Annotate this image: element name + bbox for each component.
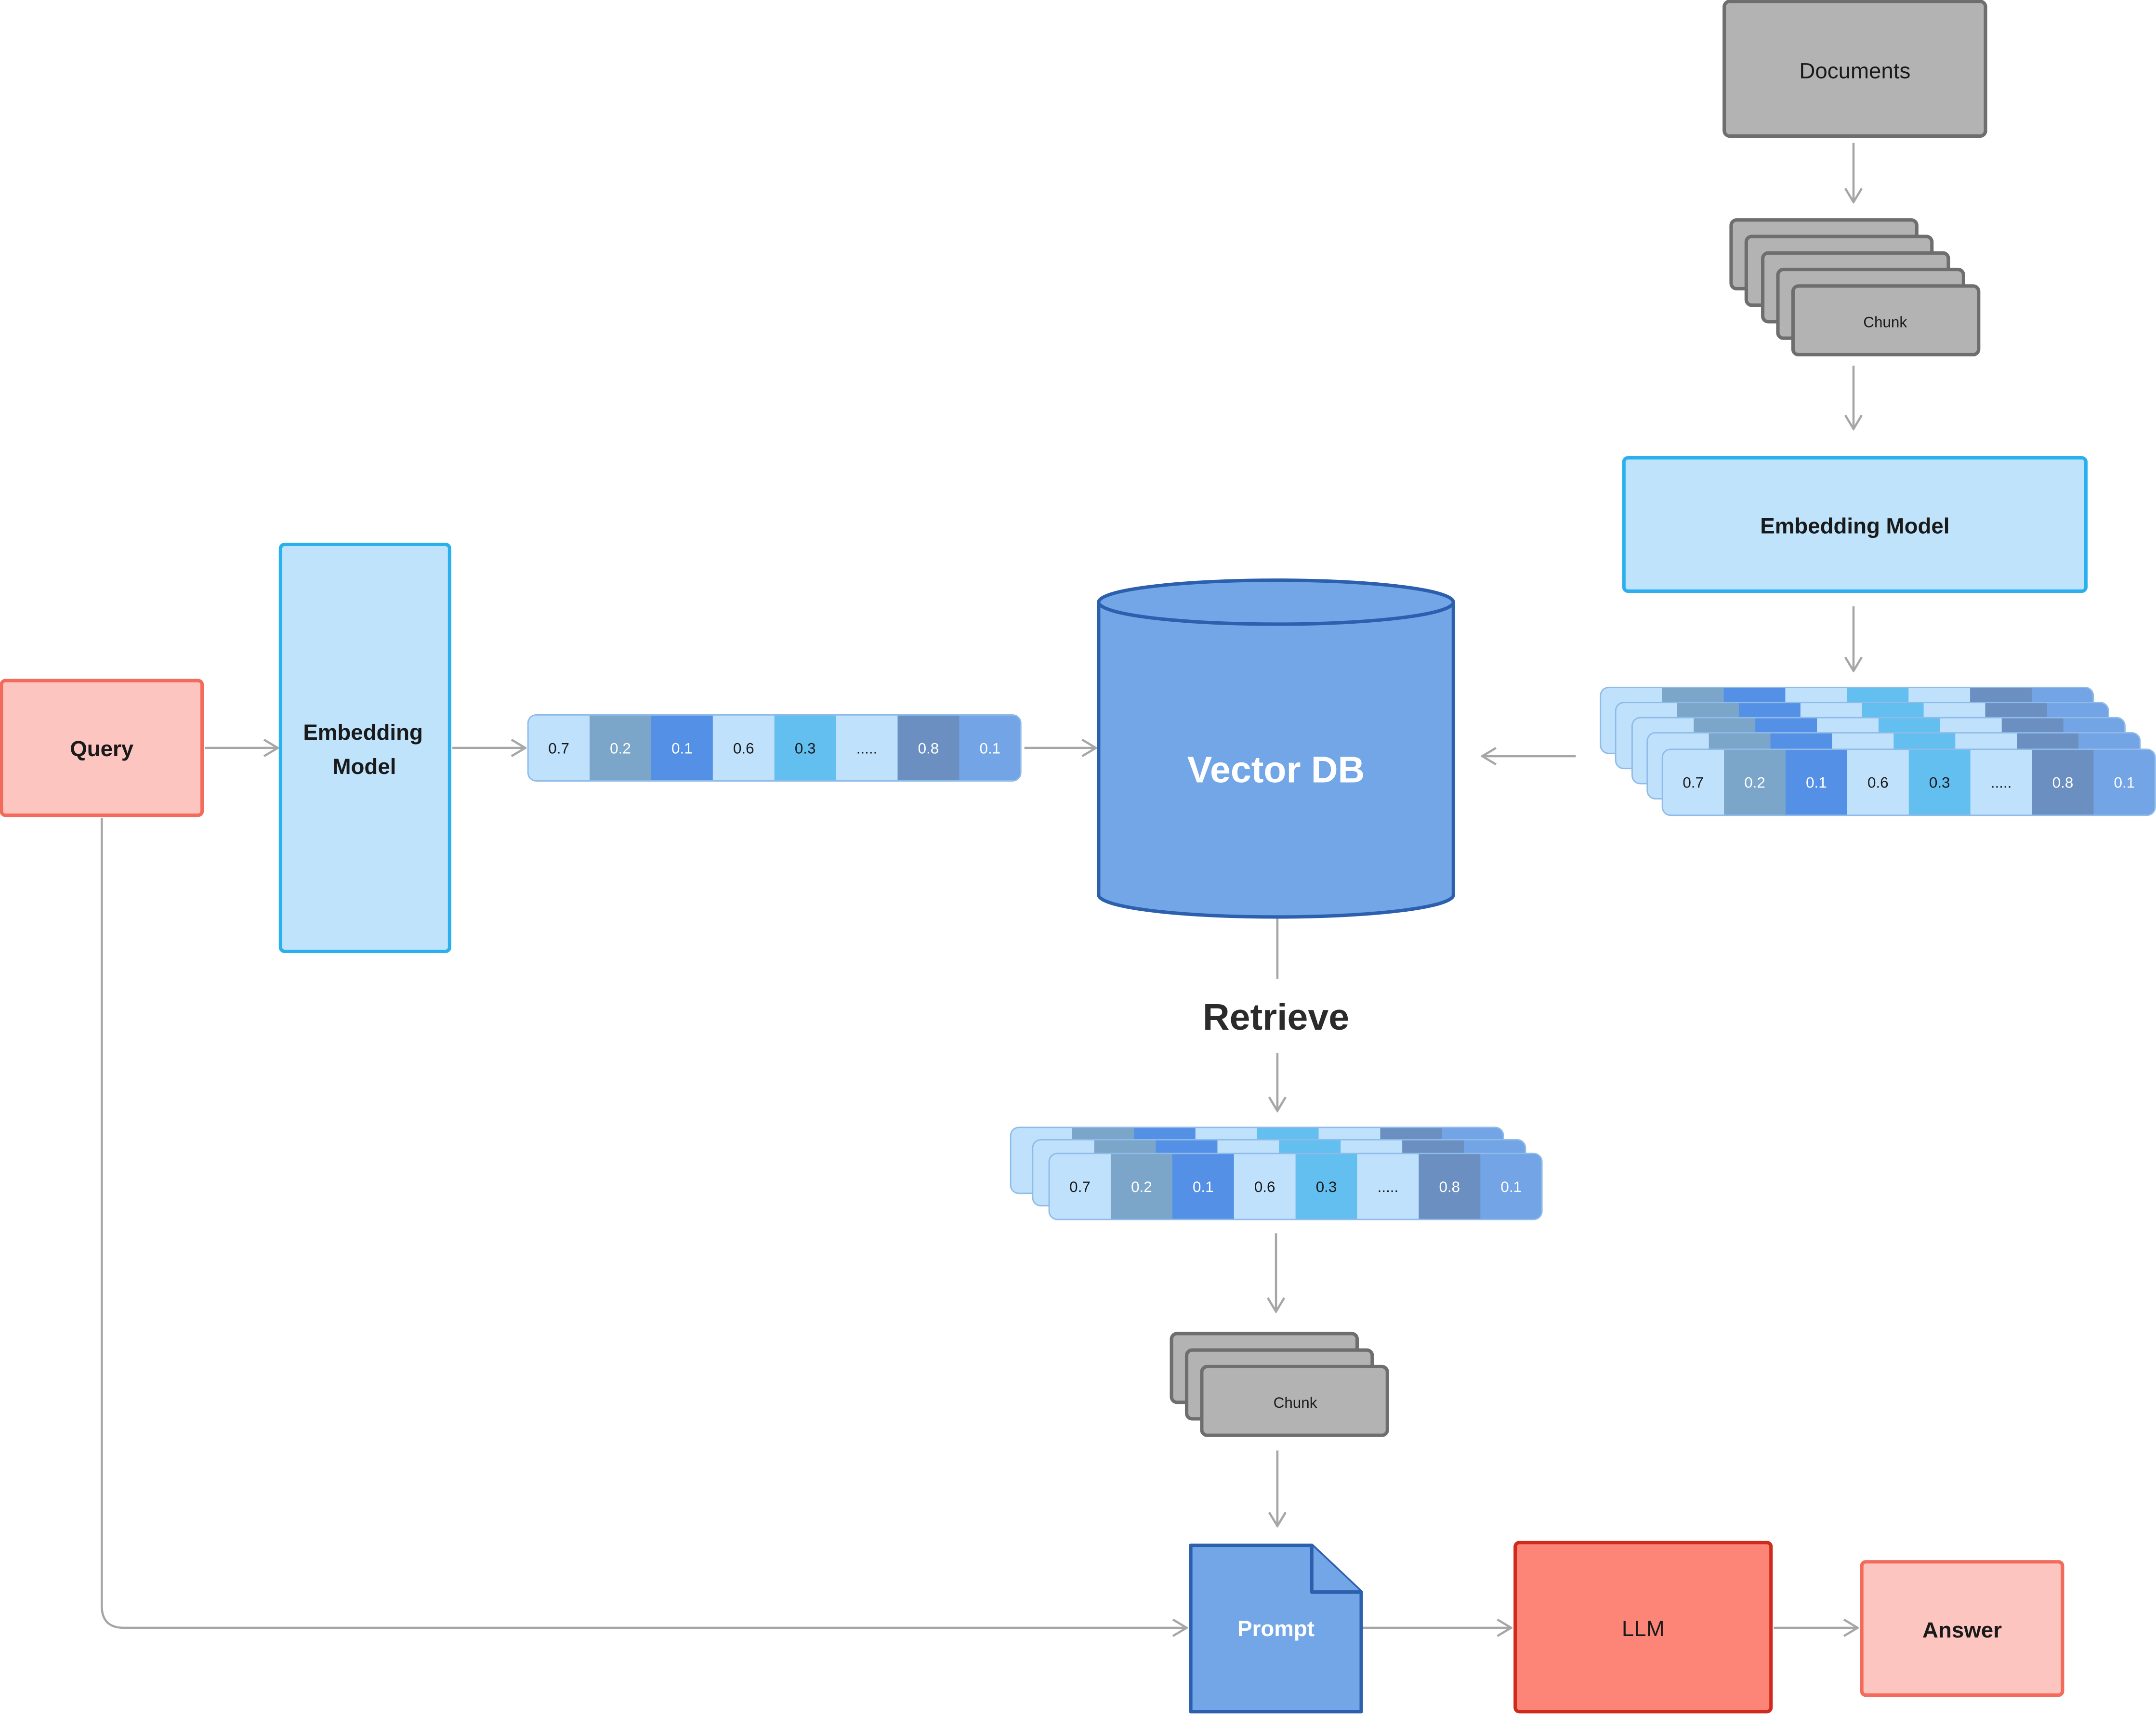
- folded-corner-icon: [1310, 1545, 1362, 1594]
- vector-cell: [1662, 749, 1725, 815]
- vector-value-label: 0.3: [795, 740, 816, 757]
- vector-value-label: 0.7: [548, 740, 569, 757]
- vector-cell: [1908, 749, 1972, 815]
- embedding-model-left-label-line1: Embedding: [303, 720, 423, 745]
- vector-value-label: 0.6: [1254, 1179, 1275, 1195]
- embedding-model-top: Embedding Model: [1622, 456, 2088, 593]
- query-vector: 0.7 0.2 0.1 0.6 0.3..... 0.8 0.1: [527, 714, 1022, 782]
- embedding-model-top-label: Embedding Model: [1760, 514, 1949, 538]
- vector-cell: [2093, 749, 2156, 815]
- answer-node: Answer: [1860, 1560, 2064, 1697]
- vector-value-label: 0.8: [2052, 774, 2074, 791]
- vector-value-label: .....: [1378, 1179, 1399, 1195]
- vector-value-label: .....: [856, 740, 878, 757]
- embedding-model-left: Embedding Model: [278, 542, 452, 953]
- vector-db-label: Vector DB: [1187, 749, 1365, 790]
- query-vector-strip: 0.7 0.2 0.1 0.6 0.3..... 0.8 0.1: [527, 714, 1022, 782]
- document-vector-strip: 0.7 0.2 0.1 0.6 0.3..... 0.8 0.1: [1661, 748, 2156, 816]
- vector-value-label: 0.8: [918, 740, 939, 757]
- vector-value-label: 0.2: [1744, 774, 1765, 791]
- answer-label: Answer: [1922, 1618, 2002, 1642]
- vector-cell: [651, 715, 714, 781]
- vector-value-label: 0.1: [2114, 774, 2135, 791]
- vector-value-label: 0.6: [733, 740, 754, 757]
- vector-value-label: 0.3: [1316, 1179, 1337, 1195]
- retrieved-vector-strip: 0.7 0.2 0.1 0.6 0.3..... 0.8 0.1: [1048, 1153, 1543, 1220]
- vector-cell: [1234, 1153, 1297, 1220]
- vector-cell: [1419, 1153, 1481, 1220]
- vector-value-label: 0.8: [1439, 1179, 1460, 1195]
- vector-cell: [897, 715, 960, 781]
- vector-value-label: 0.1: [1806, 774, 1827, 791]
- embedding-model-left-label-line2: Model: [333, 754, 396, 779]
- vector-cell: [1049, 1153, 1112, 1220]
- vector-cell: [712, 715, 776, 781]
- vector-cell: [1724, 749, 1787, 815]
- vector-db-node: Vector DB: [1097, 578, 1455, 919]
- vector-cell: [590, 715, 652, 781]
- vector-value-label: 0.6: [1867, 774, 1889, 791]
- documents-label: Documents: [1799, 59, 1910, 83]
- vector-cell: [1110, 1153, 1173, 1220]
- vector-stack-right: 0.7 0.2 0.1 0.6 0.3..... 0.8 0.1: [1600, 686, 2156, 816]
- vector-cell: [774, 715, 837, 781]
- vector-value-label: 0.1: [979, 740, 1000, 757]
- prompt-node: Prompt: [1189, 1544, 1363, 1714]
- query-node: Query: [0, 679, 204, 817]
- chunk-stack-top: Chunk: [1729, 218, 1981, 357]
- vector-cell: [836, 715, 898, 781]
- vector-value-label: 0.1: [1193, 1179, 1214, 1195]
- vector-cell: [1847, 749, 1910, 815]
- vector-cell: [1357, 1153, 1420, 1220]
- chunk-stack-retrieved: Chunk: [1170, 1332, 1389, 1437]
- query-label: Query: [70, 736, 134, 761]
- vector-cell: [959, 715, 1021, 781]
- retrieve-label: Retrieve: [1203, 996, 1349, 1038]
- vector-stack-retrieved: 0.7 0.2 0.1 0.6 0.3..... 0.8 0.1: [1010, 1127, 1543, 1220]
- documents-node: Documents: [1722, 0, 1987, 138]
- vector-value-label: .....: [1991, 774, 2012, 791]
- connectors: [100, 143, 1857, 1628]
- vector-value-label: 0.1: [1500, 1179, 1522, 1195]
- prompt-label: Prompt: [1237, 1616, 1315, 1641]
- llm-node: LLM: [1513, 1541, 1773, 1714]
- vector-cell: [1480, 1153, 1542, 1220]
- vector-value-label: 0.7: [1683, 774, 1704, 791]
- vector-value-label: 0.2: [610, 740, 631, 757]
- vector-cell: [528, 715, 591, 781]
- vector-value-label: 0.7: [1069, 1179, 1091, 1195]
- llm-label: LLM: [1622, 1616, 1665, 1641]
- vector-value-label: 0.1: [671, 740, 693, 757]
- chunk-bottom-label: Chunk: [1274, 1394, 1317, 1411]
- chunk-top-label: Chunk: [1863, 314, 1907, 330]
- vector-cell: [1785, 749, 1848, 815]
- vector-cell: [1295, 1153, 1358, 1220]
- vector-cell: [2032, 749, 2094, 815]
- arrow-query-to-prompt: [100, 818, 1186, 1627]
- vector-value-label: 0.2: [1131, 1179, 1152, 1195]
- vector-value-label: 0.3: [1929, 774, 1950, 791]
- vector-cell: [1172, 1153, 1235, 1220]
- vector-cell: [1970, 749, 2033, 815]
